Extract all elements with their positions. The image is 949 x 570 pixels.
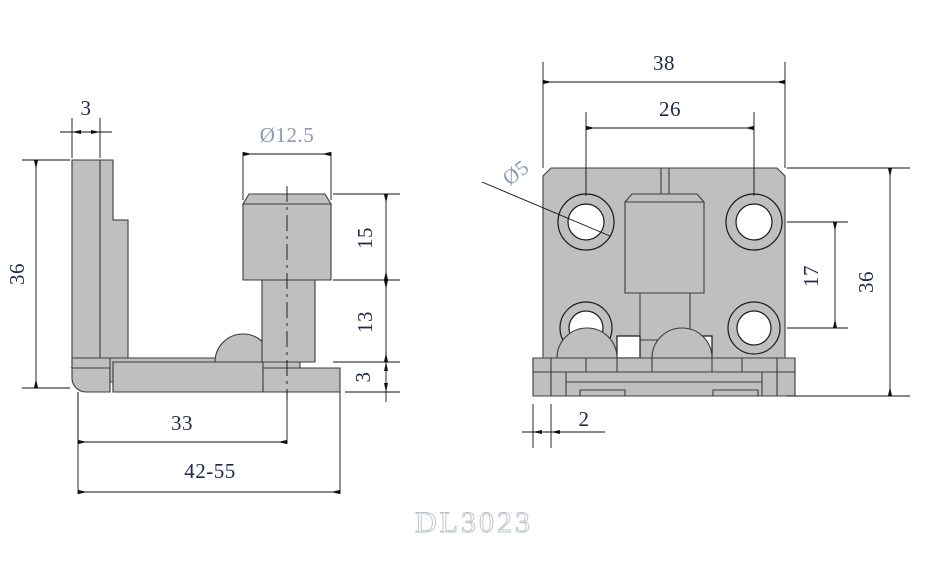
dim-label-base-thickness: 3 xyxy=(351,372,375,383)
front-center-boss xyxy=(624,193,705,294)
dim-label-pin-shank-height: 13 xyxy=(353,311,377,333)
dim-label-hole-diameter: Ø5 xyxy=(498,155,534,190)
front-hole-upper-left-bore xyxy=(567,203,605,241)
dim-label-plate-width: 38 xyxy=(653,51,675,75)
front-hole-upper-right-bore xyxy=(735,203,773,241)
front-hole-lower-right-ring xyxy=(727,301,781,355)
front-view-dimensions: 38 26 Ø5 17 36 2 xyxy=(481,51,910,448)
side-elbow-radius xyxy=(71,367,111,393)
front-notch-left xyxy=(616,335,641,359)
dim-label-overall-width: 42-55 xyxy=(184,459,236,483)
dim-label-top-thickness: 3 xyxy=(81,96,92,120)
front-bottom-band-upper xyxy=(532,357,796,373)
dim-label-hole-spacing: 26 xyxy=(659,97,681,121)
dim2-arrow-right xyxy=(551,430,560,434)
dim3b-arrow-bottom xyxy=(384,383,388,392)
dim-label-lip-thickness: 2 xyxy=(579,407,590,431)
front-view-geometry xyxy=(532,167,796,397)
dim-label-pin-diameter: Ø12.5 xyxy=(260,123,314,147)
side-view-geometry xyxy=(70,159,341,400)
drawing-title: DL3023 xyxy=(415,506,533,539)
dim-label-inner-width: 33 xyxy=(171,411,193,435)
front-cam-dome-right xyxy=(651,327,713,359)
dim-label-plate-height: 36 xyxy=(854,271,878,293)
dim3-arrow-left xyxy=(72,130,81,134)
front-foot-left xyxy=(579,389,626,397)
side-view-dimensions: 3 36 Ø12.5 15 13 3 33 xyxy=(5,96,400,495)
side-back-leaf xyxy=(71,159,101,368)
front-cam-dome-left xyxy=(556,327,618,359)
front-center-slot xyxy=(660,167,670,195)
side-pin-shank xyxy=(261,279,316,363)
dim-label-pin-head-height: 15 xyxy=(353,227,377,249)
dim2-arrow-left xyxy=(533,430,542,434)
dim-label-hole-height: 17 xyxy=(799,265,823,287)
front-foot-right xyxy=(712,389,759,397)
dim3b-arrow-top xyxy=(384,362,388,371)
side-base-front-slab xyxy=(112,361,264,393)
front-hole-lower-right-bore xyxy=(736,310,772,346)
dim3-arrow-right xyxy=(91,130,100,134)
side-front-leaf xyxy=(99,159,129,363)
dim-label-side-height: 36 xyxy=(5,263,29,285)
dia5-leader-line xyxy=(481,181,611,237)
